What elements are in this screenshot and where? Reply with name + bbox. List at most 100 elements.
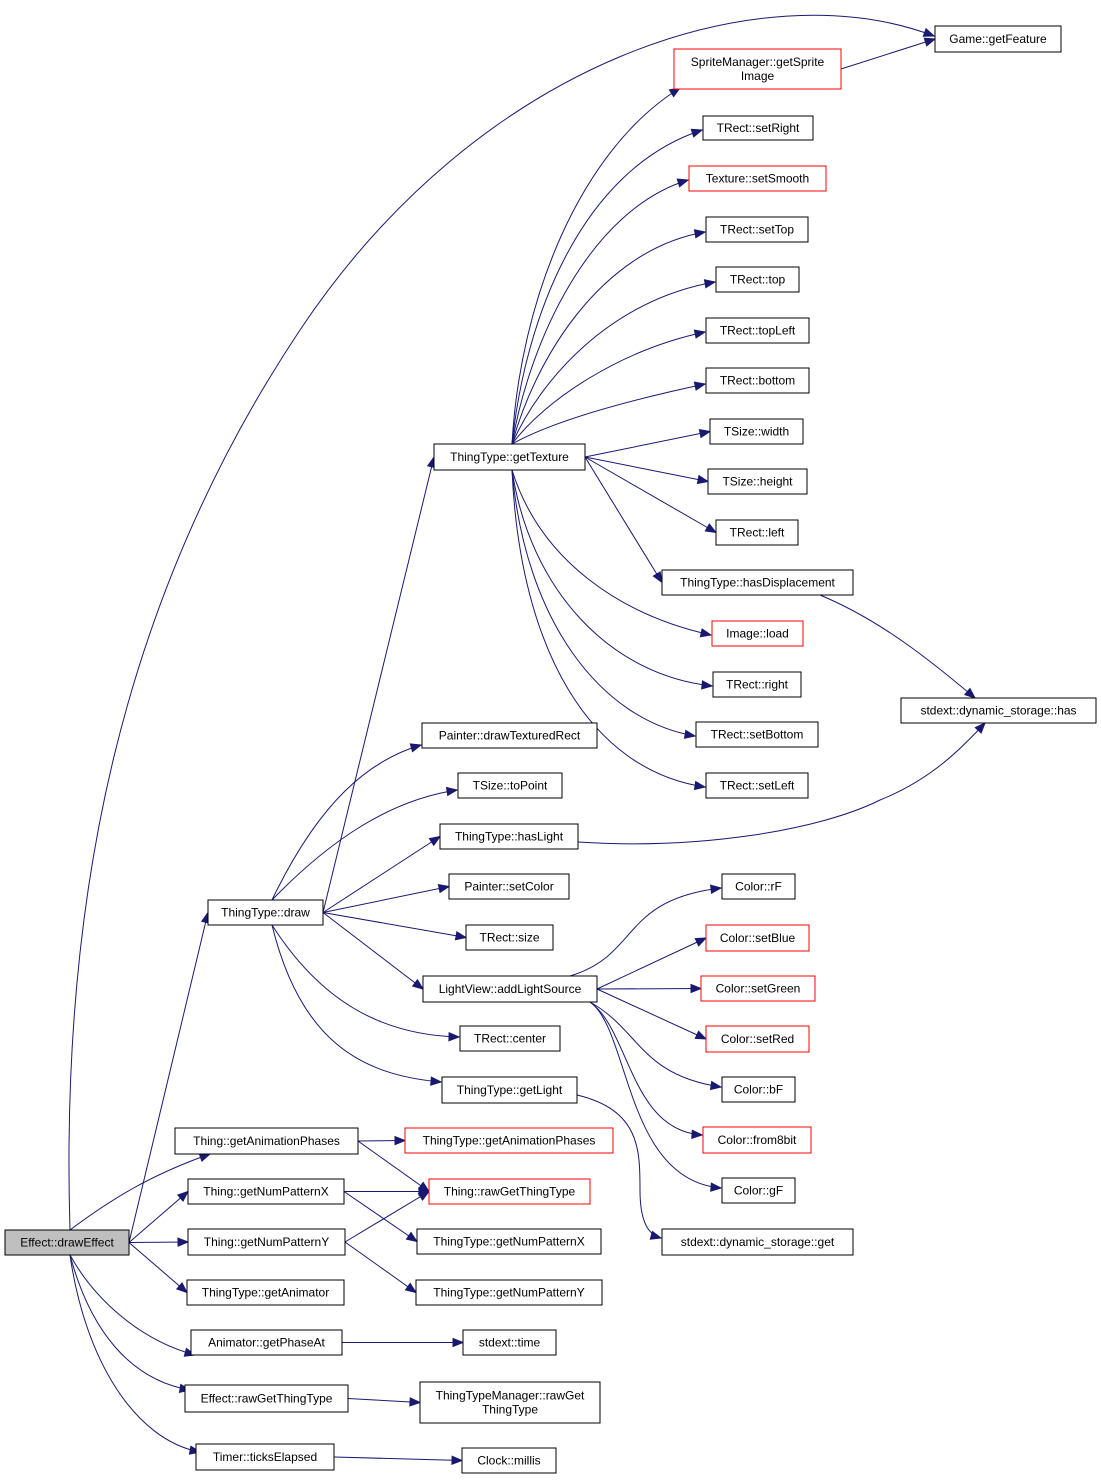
node-setBlue[interactable]: Color::setBlue bbox=[705, 924, 810, 952]
node-setLeft[interactable]: TRect::setLeft bbox=[705, 772, 809, 799]
node-thingGetNumPatternY[interactable]: Thing::getNumPatternY bbox=[187, 1228, 346, 1256]
node-label: Effect::drawEffect bbox=[20, 1236, 114, 1250]
node-effectRawGetThingType[interactable]: Effect::rawGetThingType bbox=[184, 1384, 349, 1413]
node-label: ThingType::getLight bbox=[457, 1083, 563, 1097]
node-setGreen[interactable]: Color::setGreen bbox=[700, 975, 816, 1002]
node-topLeft[interactable]: TRect::topLeft bbox=[705, 317, 810, 344]
node-height[interactable]: TSize::height bbox=[707, 468, 808, 495]
node-center[interactable]: TRect::center bbox=[459, 1025, 561, 1052]
node-setRed[interactable]: Color::setRed bbox=[705, 1025, 810, 1053]
edge-addLightSource-to-setBlue bbox=[596, 937, 707, 990]
node-right[interactable]: TRect::right bbox=[712, 671, 802, 698]
arrowhead-addLightSource-to-rF bbox=[710, 884, 723, 894]
node-left[interactable]: TRect::left bbox=[715, 519, 799, 546]
edge-getTexture-to-right bbox=[511, 469, 713, 687]
node-thingGetAnimationPhases[interactable]: Thing::getAnimationPhases bbox=[174, 1127, 359, 1155]
node-bottom[interactable]: TRect::bottom bbox=[705, 367, 810, 394]
node-bF[interactable]: Color::bF bbox=[721, 1076, 796, 1103]
node-box bbox=[721, 873, 796, 900]
node-millis[interactable]: Clock::millis bbox=[461, 1447, 557, 1474]
arrowhead-ttDraw-to-addLightSource bbox=[411, 978, 425, 990]
node-setTop[interactable]: TRect::setTop bbox=[705, 216, 809, 243]
arrowhead-getTexture-to-topLeft bbox=[693, 329, 707, 339]
node-getFeature[interactable]: Game::getFeature bbox=[934, 25, 1062, 53]
node-ttGetAnimator[interactable]: ThingType::getAnimator bbox=[186, 1279, 345, 1306]
node-box bbox=[404, 1127, 614, 1154]
node-hasDisplacement[interactable]: ThingType::hasDisplacement bbox=[661, 569, 854, 596]
node-box bbox=[688, 165, 827, 192]
arrowhead-getPhaseAt-to-stdextTime bbox=[452, 1337, 465, 1348]
node-top[interactable]: TRect::top bbox=[715, 266, 800, 293]
node-dsHas[interactable]: stdext::dynamic_storage::has bbox=[900, 697, 1097, 724]
node-stdextTime[interactable]: stdext::time bbox=[462, 1329, 557, 1356]
node-setSmooth[interactable]: Texture::setSmooth bbox=[688, 165, 827, 192]
edge-getTexture-to-hasDisplacement bbox=[584, 456, 663, 583]
node-getTexture[interactable]: ThingType::getTexture bbox=[433, 443, 586, 471]
node-dsGet[interactable]: stdext::dynamic_storage::get bbox=[661, 1228, 854, 1256]
node-drawTexturedRect[interactable]: Painter::drawTexturedRect bbox=[421, 722, 598, 749]
node-thingGetNumPatternX[interactable]: Thing::getNumPatternX bbox=[187, 1178, 345, 1205]
node-addLightSource[interactable]: LightView::addLightSource bbox=[422, 975, 598, 1003]
node-size[interactable]: TRect::size bbox=[465, 924, 554, 951]
node-hasLight[interactable]: ThingType::hasLight bbox=[439, 823, 579, 850]
node-from8bit[interactable]: Color::from8bit bbox=[702, 1126, 812, 1154]
edge-getTexture-to-getSpriteImage bbox=[511, 87, 681, 445]
edge-getTexture-to-setTop bbox=[511, 231, 706, 445]
edge-thingGetNumPatternX-to-ttGetNumPatternX bbox=[343, 1191, 418, 1242]
node-label: TSize::toPoint bbox=[473, 779, 548, 793]
node-label: TRect::setRight bbox=[717, 121, 800, 135]
arrowhead-ttDraw-to-getLight bbox=[430, 1076, 443, 1086]
arrowhead-ttDraw-to-size bbox=[454, 931, 468, 941]
node-width[interactable]: TSize::width bbox=[709, 418, 804, 445]
node-label: Color::gF bbox=[734, 1184, 783, 1198]
edge-ttDraw-to-center bbox=[271, 924, 460, 1038]
node-label: Color::setBlue bbox=[720, 931, 796, 945]
edge-drawEffect-to-ttDraw bbox=[128, 912, 209, 1243]
node-label: stdext::dynamic_storage::has bbox=[920, 704, 1076, 718]
node-box bbox=[421, 722, 598, 749]
node-toPoint[interactable]: TSize::toPoint bbox=[457, 772, 563, 799]
arrowhead-drawEffect-to-ttGetAnimator bbox=[175, 1282, 189, 1294]
node-rawGetThingType[interactable]: Thing::rawGetThingType bbox=[428, 1178, 591, 1205]
node-label: Color::bF bbox=[734, 1083, 783, 1097]
node-box bbox=[439, 823, 579, 850]
node-ttGetNumPatternX[interactable]: ThingType::getNumPatternX bbox=[416, 1228, 602, 1255]
arrowhead-hasDisplacement-to-dsHas bbox=[963, 687, 977, 699]
node-rF[interactable]: Color::rF bbox=[721, 873, 796, 900]
arrowhead-addLightSource-to-bF bbox=[709, 1080, 723, 1091]
node-box bbox=[705, 1025, 810, 1053]
node-box bbox=[457, 772, 563, 799]
node-ttDraw[interactable]: ThingType::draw bbox=[207, 899, 324, 926]
node-box bbox=[934, 25, 1062, 53]
node-box bbox=[673, 48, 842, 90]
node-label: TRect::setBottom bbox=[711, 728, 804, 742]
arrowhead-effectRawGetThingType-to-ttmRawGetThingType bbox=[409, 1397, 422, 1407]
node-getLight[interactable]: ThingType::getLight bbox=[441, 1076, 578, 1104]
node-ttGetNumPatternY[interactable]: ThingType::getNumPatternY bbox=[415, 1279, 603, 1306]
node-drawEffect[interactable]: Effect::drawEffect bbox=[4, 1229, 130, 1256]
node-label: TRect::bottom bbox=[720, 374, 795, 388]
node-gF[interactable]: Color::gF bbox=[721, 1177, 796, 1204]
node-label: Image::load bbox=[726, 627, 789, 641]
edge-drawEffect-to-ttGetAnimator bbox=[128, 1242, 188, 1293]
node-ticksElapsed[interactable]: Timer::ticksElapsed bbox=[195, 1443, 335, 1471]
node-label: ThingType::getNumPatternY bbox=[433, 1286, 584, 1300]
arrowhead-getLight-to-dsGet bbox=[649, 1230, 663, 1240]
arrowhead-addLightSource-to-from8bit bbox=[691, 1129, 704, 1139]
edge-ttDraw-to-toPoint bbox=[271, 789, 458, 901]
call-nodes: Effect::drawEffect Game::getFeatureSprite… bbox=[4, 25, 1097, 1474]
node-setRight[interactable]: TRect::setRight bbox=[702, 115, 814, 141]
node-label: stdext::time bbox=[479, 1336, 541, 1350]
node-imageLoad[interactable]: Image::load bbox=[711, 620, 804, 647]
node-getPhaseAt[interactable]: Animator::getPhaseAt bbox=[190, 1329, 343, 1356]
node-setBottom[interactable]: TRect::setBottom bbox=[695, 721, 819, 748]
node-box bbox=[459, 1025, 561, 1052]
node-box bbox=[715, 519, 799, 546]
arrowhead-thingGetNumPatternY-to-ttGetNumPatternY bbox=[404, 1282, 418, 1294]
node-ttGetAnimationPhases[interactable]: ThingType::getAnimationPhases bbox=[404, 1127, 614, 1154]
node-label: Animator::getPhaseAt bbox=[208, 1336, 325, 1350]
node-setColor[interactable]: Painter::setColor bbox=[448, 873, 570, 900]
node-box bbox=[695, 721, 819, 748]
